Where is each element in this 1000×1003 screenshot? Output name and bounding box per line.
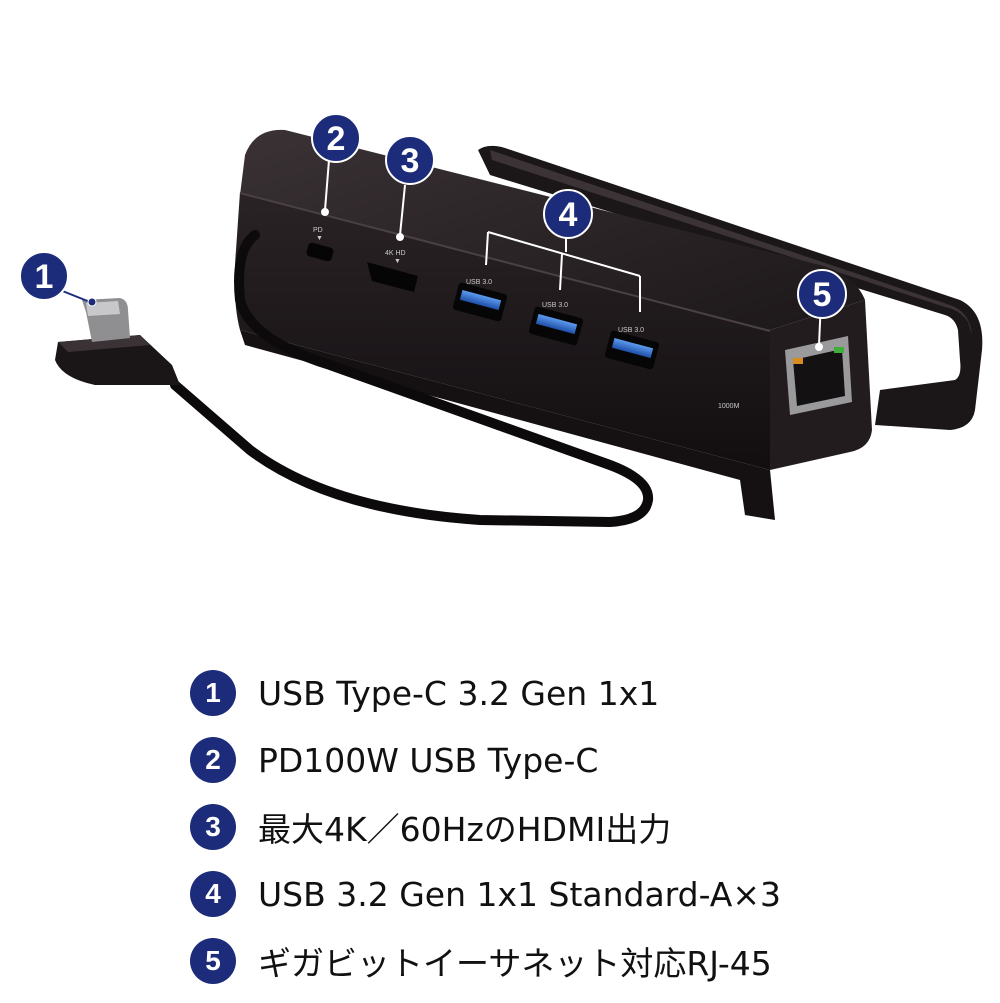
dock-stand xyxy=(478,145,983,430)
legend-text-2: PD100W USB Type-C xyxy=(258,740,599,780)
callout-lines xyxy=(59,159,823,351)
svg-text:▼: ▼ xyxy=(394,258,401,265)
legend-badge-3: 3 xyxy=(190,804,236,850)
usb-a-port-3: USB 3.0 xyxy=(604,327,660,370)
callout-badge-5: 5 xyxy=(797,269,847,319)
legend-badge-1: 1 xyxy=(190,670,236,716)
dock-product-image: PD ▼ 4K HD ▼ USB 3.0 USB 3.0 USB 3.0 100… xyxy=(19,113,983,528)
svg-text:5: 5 xyxy=(813,276,832,314)
legend-item-1: 1 USB Type-C 3.2 Gen 1x1 xyxy=(190,668,970,718)
rj45-port-label: 1000M xyxy=(718,403,740,410)
legend-badge-2: 2 xyxy=(190,737,236,783)
svg-text:1: 1 xyxy=(35,258,54,296)
legend-badge-5: 5 xyxy=(190,938,236,984)
usb-a-port-2: USB 3.0 xyxy=(528,302,584,346)
pd-port-label: PD xyxy=(313,227,323,234)
legend-item-5: 5 ギガビットイーサネット対応RJ-45 xyxy=(190,936,970,986)
legend-badge-4: 4 xyxy=(190,871,236,917)
svg-text:4: 4 xyxy=(559,196,578,234)
usb-a-port-1-label: USB 3.0 xyxy=(466,279,492,286)
svg-text:2: 2 xyxy=(327,120,346,158)
usb-a-port-2-label: USB 3.0 xyxy=(542,302,568,309)
legend-item-4: 4 USB 3.2 Gen 1x1 Standard-A×3 xyxy=(190,869,970,919)
legend-text-4: USB 3.2 Gen 1x1 Standard-A×3 xyxy=(258,874,782,914)
legend-item-2: 2 PD100W USB Type-C xyxy=(190,735,970,785)
legend-text-3: 最大4K／60HzのHDMI出力 xyxy=(258,810,672,849)
usb-c-cable xyxy=(55,230,654,528)
callout-badge-1: 1 xyxy=(19,251,69,301)
pd-port: PD ▼ xyxy=(306,227,334,262)
usb-a-port-1: USB 3.0 xyxy=(452,279,508,322)
rj45-port: 1000M xyxy=(718,336,852,415)
hdmi-port-label: 4K HD xyxy=(385,250,406,257)
legend-text-1: USB Type-C 3.2 Gen 1x1 xyxy=(258,673,660,713)
callout-badge-2: 2 xyxy=(311,113,361,163)
hdmi-port: 4K HD ▼ xyxy=(367,250,418,292)
usb-a-port-3-label: USB 3.0 xyxy=(618,327,644,334)
callout-badge-3: 3 xyxy=(385,135,435,185)
legend-item-3: 3 最大4K／60HzのHDMI出力 xyxy=(190,802,970,852)
legend-text-5: ギガビットイーサネット対応RJ-45 xyxy=(258,944,772,983)
callout-badge-4: 4 xyxy=(543,189,593,239)
port-legend: 1 USB Type-C 3.2 Gen 1x1 2 PD100W USB Ty… xyxy=(190,668,970,1003)
svg-text:▼: ▼ xyxy=(316,235,323,242)
svg-text:3: 3 xyxy=(401,142,420,180)
